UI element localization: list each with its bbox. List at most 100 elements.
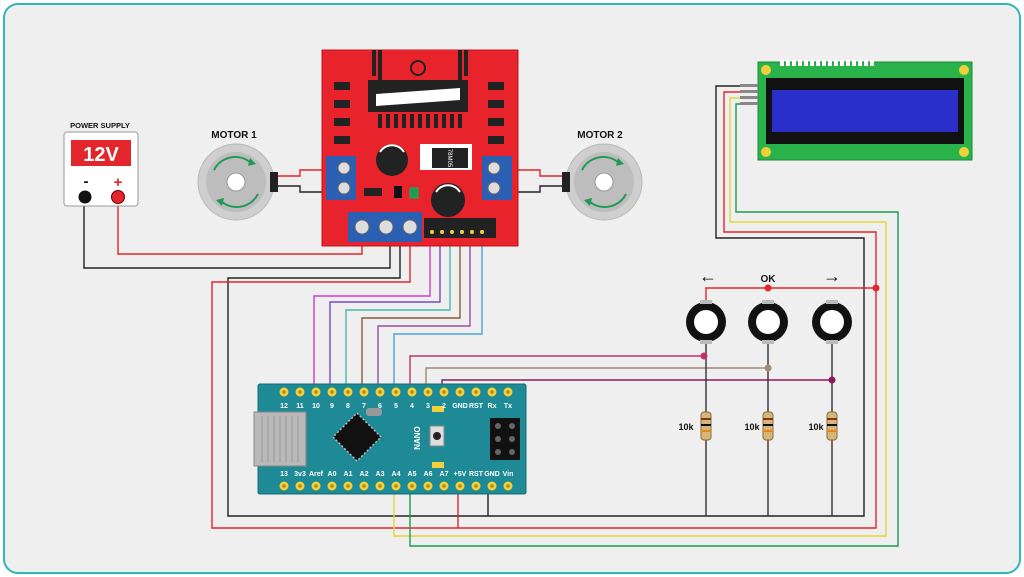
pin-label: 9	[330, 403, 334, 410]
pin-label: 8	[346, 403, 350, 410]
capacitor	[376, 144, 408, 176]
rotation-arrow-icon	[581, 156, 619, 171]
terminal-positive	[111, 190, 125, 204]
pin-hole	[362, 484, 366, 488]
pin-hole	[506, 484, 510, 488]
pin-label: 3	[426, 403, 430, 410]
pin-hole	[282, 390, 286, 394]
button-right[interactable]	[812, 300, 852, 344]
capacitor	[431, 183, 465, 217]
icsp-header	[490, 418, 520, 460]
pin-hole	[298, 484, 302, 488]
pin-hole	[346, 390, 350, 394]
pin-hole	[394, 484, 398, 488]
pin-label: GND	[452, 403, 468, 410]
pin-hole	[346, 484, 350, 488]
button-left[interactable]	[686, 300, 726, 344]
pin-label: 13	[280, 471, 288, 478]
pin-label: GND	[484, 471, 500, 478]
button-ok[interactable]	[748, 300, 788, 344]
wire-btn-ok	[425, 367, 768, 388]
power-supply-display	[71, 140, 131, 166]
resistor-2: 10k	[744, 411, 774, 441]
regulator-label: 78M05	[446, 149, 452, 168]
junction-dot	[700, 352, 708, 360]
pin-label: Aref	[309, 471, 324, 478]
wire-lcd-scl	[409, 103, 899, 547]
pin-label: RST	[469, 403, 484, 410]
wire-ena	[313, 235, 431, 388]
pin-label: Rx	[488, 403, 497, 410]
motor-2-label: MOTOR 2	[577, 130, 623, 141]
pin-label: A2	[360, 471, 369, 478]
pin-label: 12	[280, 403, 288, 410]
pin-hole	[442, 390, 446, 394]
wire-m1b	[278, 185, 330, 193]
junction-dot	[764, 284, 772, 292]
pin-hole	[506, 390, 510, 394]
wire-m2a	[512, 169, 566, 177]
rotation-arrow-icon	[589, 193, 627, 208]
pin-hole	[282, 484, 286, 488]
pin-hole	[314, 484, 318, 488]
microcontroller-chip	[331, 411, 383, 463]
wire-enb	[393, 235, 483, 388]
power-supply-plus: +	[114, 174, 123, 191]
wire-m1a	[278, 169, 330, 177]
pin-label: Vin	[503, 471, 514, 478]
motor-1-connector	[270, 172, 278, 192]
terminal-negative	[78, 190, 92, 204]
usb-connector	[253, 411, 307, 467]
pin-label: A4	[392, 471, 401, 478]
pin-hole	[442, 484, 446, 488]
pin-label: 11	[296, 403, 304, 410]
power-supply-title: POWER SUPPLY	[70, 121, 130, 130]
rotation-arrow-icon	[221, 193, 259, 208]
heatsink	[368, 50, 468, 128]
resistor-1: 10k	[678, 411, 712, 441]
motor-1-label: MOTOR 1	[211, 130, 257, 141]
wire-lcd-sda	[393, 97, 887, 537]
pin-label: A7	[440, 471, 449, 478]
junction-dot	[872, 284, 880, 292]
wire-btn-left	[409, 355, 704, 388]
resistor-3-label: 10k	[808, 422, 824, 432]
lcd-header-pins	[780, 60, 874, 66]
junction-dot	[828, 376, 836, 384]
junctions	[700, 284, 880, 384]
control-header	[424, 218, 496, 238]
wire-5v-buttons	[705, 287, 876, 300]
pin-label: A1	[344, 471, 353, 478]
pin-label: 6	[378, 403, 382, 410]
pin-label: 4	[410, 403, 414, 410]
buttons: ← OK →	[686, 266, 852, 344]
pin-label: 10	[312, 403, 320, 410]
resistor-3: 10k	[808, 411, 838, 441]
pin-hole	[474, 390, 478, 394]
motor-driver-board: 78M05	[321, 49, 519, 247]
pin-hole	[330, 390, 334, 394]
pin-hole	[490, 390, 494, 394]
wire-in3	[361, 235, 461, 388]
pin-hole	[362, 390, 366, 394]
wire-in4	[377, 235, 471, 388]
pin-hole	[330, 484, 334, 488]
lcd-display	[740, 60, 973, 161]
pin-hole	[394, 390, 398, 394]
pin-label: A3	[376, 471, 385, 478]
wire-gnd-bus	[227, 85, 865, 517]
pin-hole	[378, 390, 382, 394]
pin-label: 7	[362, 403, 366, 410]
pin-hole	[410, 390, 414, 394]
pin-hole	[490, 484, 494, 488]
pin-hole	[426, 484, 430, 488]
pin-label: A6	[424, 471, 433, 478]
power-terminal	[348, 212, 422, 242]
wires	[83, 85, 899, 547]
pin-hole	[474, 484, 478, 488]
pin-hole	[314, 390, 318, 394]
pin-label: A0	[328, 471, 337, 478]
resistors: 10k 10k 10k	[678, 411, 838, 441]
motor-2: MOTOR 2	[562, 130, 643, 221]
